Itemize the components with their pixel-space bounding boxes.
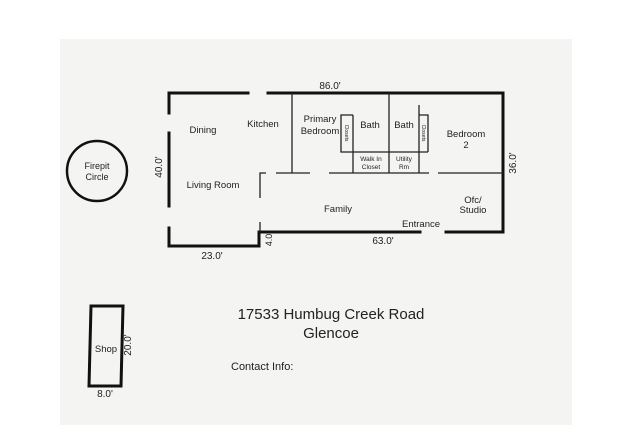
dim-top: 86.0' — [319, 81, 340, 92]
firepit-circle — [65, 139, 129, 203]
dim-right: 36.0' — [508, 152, 519, 173]
room-dining: Dining — [190, 125, 217, 136]
room-kitchen: Kitchen — [247, 119, 279, 130]
room-bedroom2-1: Bedroom — [447, 129, 486, 140]
dim-bottom-left: 23.0' — [201, 251, 222, 262]
room-utility-2: Rm — [399, 164, 409, 171]
room-office-2: Studio — [460, 205, 487, 216]
shop-width: 8.0' — [97, 389, 113, 400]
dim-step: 4.0 — [264, 234, 274, 247]
shop-outline — [87, 304, 125, 388]
dim-bottom-main: 63.0' — [372, 236, 393, 247]
firepit-label-1: Firepit — [84, 161, 110, 171]
room-walkin-1: Walk In — [360, 156, 382, 163]
room-bedroom2-2: 2 — [463, 140, 468, 151]
room-family: Family — [324, 204, 352, 215]
exterior-walls — [167, 91, 505, 248]
closets-right: Closets — [420, 125, 426, 142]
room-bath-2: Bath — [394, 120, 414, 131]
address: 17533 Humbug Creek Road — [238, 306, 425, 323]
room-primary-1: Primary — [304, 114, 337, 125]
room-office-1: Ofc/ — [464, 195, 482, 206]
room-bath-1: Bath — [360, 120, 380, 131]
city: Glencoe — [303, 325, 359, 342]
contact-info: Contact Info: — [231, 361, 293, 373]
room-entrance: Entrance — [402, 219, 440, 230]
interior-walls — [259, 93, 503, 232]
room-primary-2: Bedroom — [301, 126, 340, 137]
shop-label: Shop — [95, 344, 117, 355]
room-living: Living Room — [187, 180, 240, 191]
room-utility-1: Utility — [396, 156, 413, 163]
dim-left: 40.0' — [154, 156, 165, 177]
room-walkin-2: Closet — [362, 164, 381, 171]
closets-left: Closets — [343, 125, 349, 142]
shop-height: 20.0' — [123, 334, 134, 355]
firepit-label-2: Circle — [85, 172, 108, 182]
